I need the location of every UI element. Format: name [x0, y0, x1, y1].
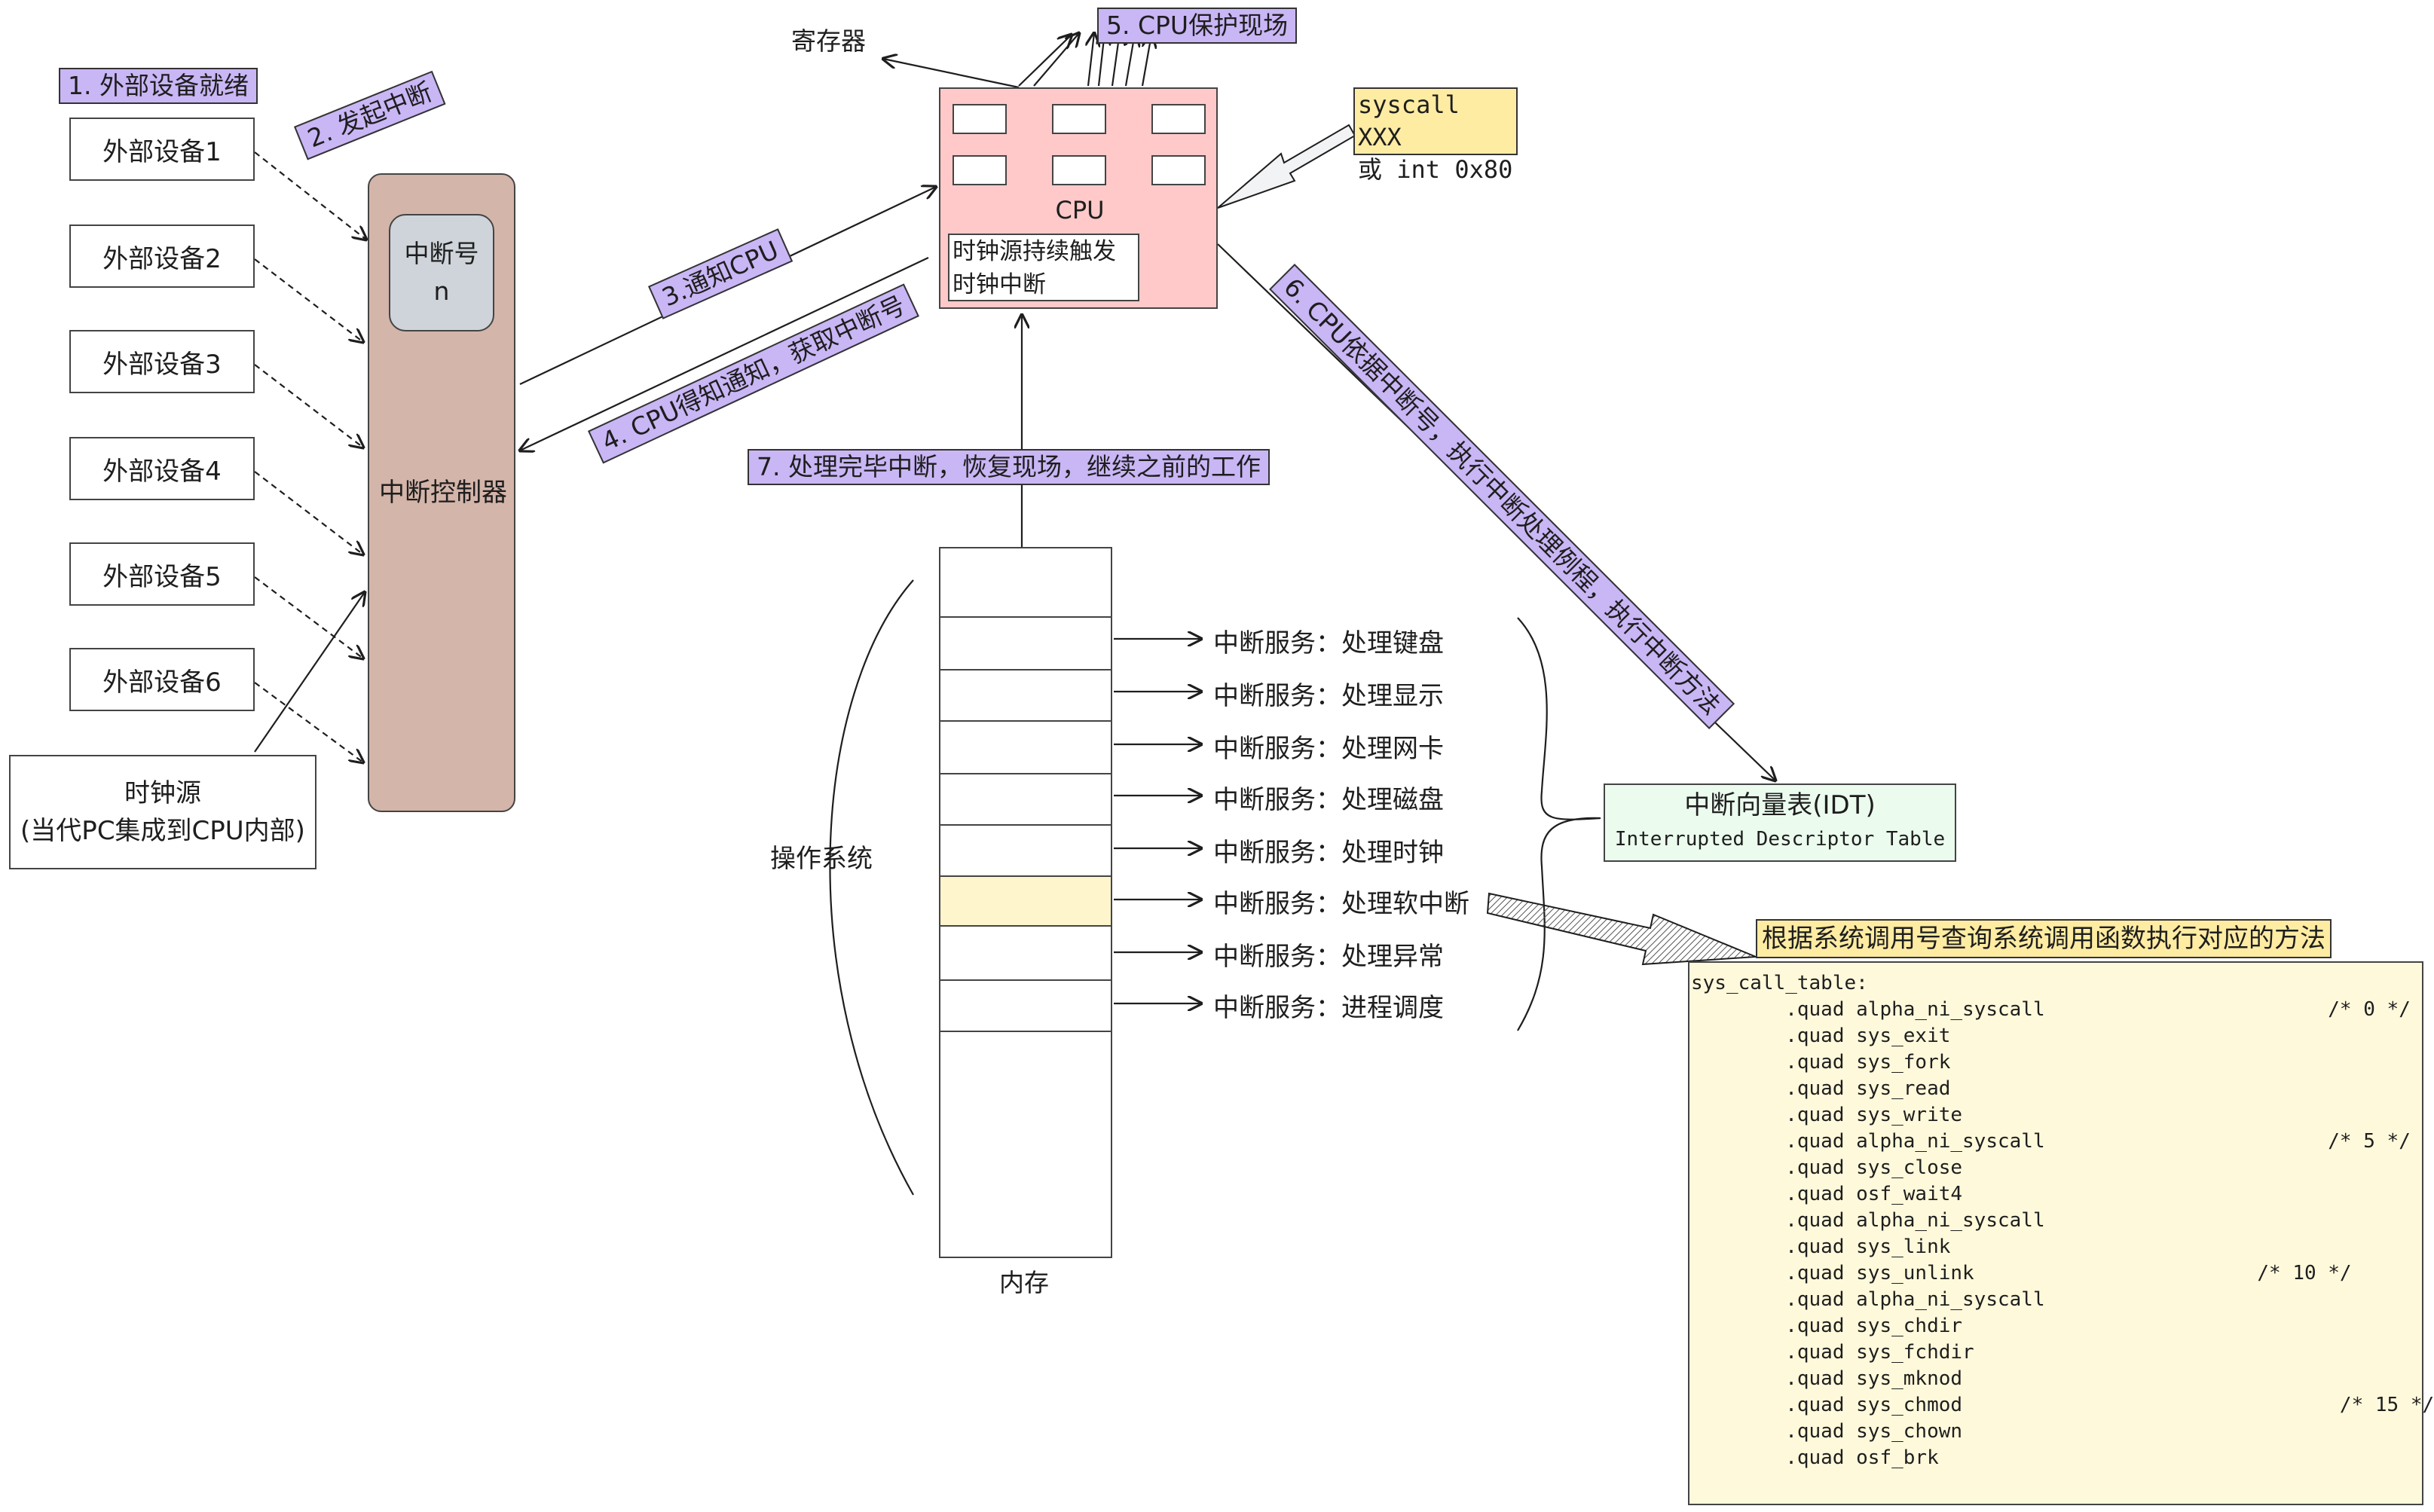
- syscall-note-line2: 或 int 0x80: [1358, 155, 1513, 184]
- register-cell: [953, 104, 1007, 134]
- softirq-hatched-arrow: [1486, 892, 1757, 966]
- syscall-hollow-arrow: [1217, 124, 1356, 209]
- code-line: .quad sys_write: [1691, 1104, 1963, 1126]
- device-4: 外部设备4: [69, 437, 255, 500]
- code-line: .quad alpha_ni_syscall /* 5 */: [1691, 1130, 2411, 1153]
- memory-block: [939, 547, 1112, 1258]
- register-cell: [1151, 104, 1206, 134]
- code-line: .quad sys_fchdir: [1691, 1341, 1974, 1364]
- code-line: .quad sys_mknod: [1691, 1367, 1963, 1390]
- code-line: .quad alpha_ni_syscall: [1691, 1288, 2045, 1311]
- memory-divider: [940, 720, 1111, 722]
- device-1-arrow: [254, 151, 366, 240]
- code-line: .quad sys_chdir: [1691, 1315, 1963, 1337]
- interrupt-number-value: n: [433, 276, 450, 306]
- code-line: .quad sys_fork: [1691, 1051, 1951, 1074]
- service-exception: 中断服务：处理异常: [1213, 942, 1444, 972]
- service-display: 中断服务：处理显示: [1213, 681, 1444, 711]
- register-cell: [953, 155, 1007, 185]
- device-3: 外部设备3: [69, 330, 255, 393]
- code-line: .quad osf_wait4: [1691, 1183, 1963, 1205]
- code-line: .quad sys_chown: [1691, 1420, 1963, 1443]
- code-line: .quad alpha_ni_syscall: [1691, 1209, 2045, 1232]
- idt-box: 中断向量表(IDT) Interrupted Descriptor Table: [1604, 783, 1956, 862]
- code-line: .quad sys_read: [1691, 1077, 1951, 1100]
- code-line: .quad sys_unlink /* 10 */: [1691, 1262, 2352, 1284]
- device-5: 外部设备5: [69, 542, 255, 606]
- device-3-arrow: [254, 364, 363, 447]
- clock-source-subtitle: (当代PC集成到CPU内部): [20, 816, 305, 846]
- memory-slot-softirq: [940, 875, 1111, 927]
- device-4-arrow: [254, 471, 363, 554]
- cpu-box: CPU 时钟源持续触发 时钟中断: [939, 87, 1218, 309]
- service-softirq: 中断服务：处理软中断: [1213, 889, 1469, 919]
- cpu-clock-note-line1: 时钟源持续触发: [953, 238, 1116, 265]
- cpu-label: CPU: [1055, 196, 1105, 225]
- cpu-clock-note-line2: 时钟中断: [953, 271, 1046, 298]
- code-line: .quad sys_link: [1691, 1236, 1951, 1258]
- memory-divider: [940, 824, 1111, 826]
- code-line: .quad sys_close: [1691, 1156, 1963, 1179]
- registers-arrow: [883, 59, 1020, 89]
- os-label: 操作系统: [770, 844, 873, 874]
- service-nic: 中断服务：处理网卡: [1213, 734, 1444, 764]
- clock-source-title: 时钟源: [124, 778, 201, 808]
- memory-divider: [940, 616, 1111, 618]
- register-cell: [1151, 155, 1206, 185]
- registers-label: 寄存器: [791, 26, 866, 56]
- memory-divider: [940, 669, 1111, 670]
- clock-source: 时钟源 (当代PC集成到CPU内部): [9, 755, 316, 869]
- code-line: sys_call_table:: [1691, 972, 1868, 994]
- device-6: 外部设备6: [69, 648, 255, 711]
- code-line: .quad sys_exit: [1691, 1025, 1951, 1047]
- os-brace: [829, 579, 914, 1196]
- syscall-note: syscall XXX 或 int 0x80: [1353, 87, 1518, 184]
- device-5-arrow: [254, 576, 363, 658]
- memory-divider: [940, 979, 1111, 981]
- syscall-table-title: 根据系统调用号查询系统调用函数执行对应的方法: [1756, 919, 2332, 958]
- memory-divider: [940, 1031, 1111, 1032]
- device-2-arrow: [254, 258, 363, 342]
- memory-divider: [940, 773, 1111, 774]
- step-5-tag: 5. CPU保护现场: [1097, 8, 1298, 44]
- service-clock: 中断服务：处理时钟: [1213, 838, 1444, 868]
- get-number-arrow: [520, 257, 929, 451]
- step-1-tag: 1. 外部设备就绪: [59, 68, 258, 104]
- code-line: .quad osf_brk: [1691, 1446, 1939, 1469]
- interrupt-controller: 中断号 n 中断控制器: [368, 173, 515, 812]
- device-6-arrow: [254, 682, 363, 762]
- syscall-note-line1: syscall XXX: [1358, 90, 1460, 151]
- clock-arrow: [254, 592, 365, 753]
- services-brace: [1517, 617, 1601, 1031]
- controller-label: 中断控制器: [379, 478, 507, 508]
- interrupt-number-label: 中断号: [404, 239, 479, 268]
- step-7-tag: 7. 处理完毕中断，恢复现场，继续之前的工作: [748, 449, 1270, 485]
- service-disk: 中断服务：处理磁盘: [1213, 785, 1444, 815]
- register-cell: [1052, 104, 1106, 134]
- interrupt-number-box: 中断号 n: [389, 214, 494, 331]
- syscall-table-code: sys_call_table: .quad alpha_ni_syscall /…: [1688, 961, 2434, 1505]
- device-1: 外部设备1: [69, 118, 255, 181]
- service-scheduler: 中断服务：进程调度: [1213, 993, 1444, 1023]
- cpu-clock-note: 时钟源持续触发 时钟中断: [948, 234, 1139, 301]
- idt-subtitle: Interrupted Descriptor Table: [1614, 828, 1946, 851]
- code-line: .quad alpha_ni_syscall /* 0 */: [1691, 998, 2411, 1021]
- code-line: .quad sys_chmod /* 15 */: [1691, 1394, 2434, 1416]
- memory-label: 内存: [999, 1268, 1049, 1297]
- idt-title: 中断向量表(IDT): [1684, 790, 1876, 820]
- device-2: 外部设备2: [69, 225, 255, 288]
- register-cell: [1052, 155, 1106, 185]
- service-keyboard: 中断服务：处理键盘: [1213, 628, 1444, 658]
